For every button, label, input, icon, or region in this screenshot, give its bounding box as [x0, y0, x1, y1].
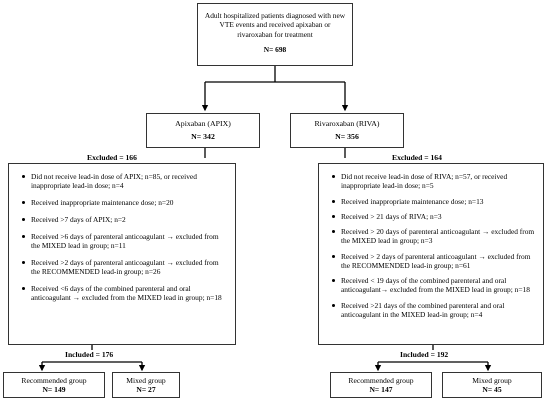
left-excluded-item: Received inappropriate maintenance dose;… — [22, 198, 227, 207]
left-mixed-group-box: Mixed group N= 27 — [112, 372, 180, 398]
group-count: N= 27 — [136, 385, 156, 395]
top-population-count: N= 698 — [263, 44, 287, 54]
left-excluded-item: Received >6 days of parenteral anticoagu… — [22, 232, 227, 251]
apixaban-box: Apixaban (APIX) N= 342 — [146, 113, 260, 148]
rivaroxaban-count: N= 356 — [335, 131, 359, 141]
right-mixed-group-box: Mixed group N= 45 — [442, 372, 542, 398]
group-name: Recommended group — [21, 376, 87, 385]
right-included-label: Included = 192 — [398, 350, 451, 359]
left-excluded-box: Did not receive lead-in dose of APIX; n=… — [8, 163, 236, 345]
left-excluded-item: Received <6 days of the combined parente… — [22, 284, 227, 303]
left-excluded-item: Received >7 days of APIX; n=2 — [22, 215, 227, 224]
left-recommended-group-box: Recommended group N= 149 — [3, 372, 105, 398]
top-population-text: Adult hospitalized patients diagnosed wi… — [204, 11, 346, 39]
rivaroxaban-box: Rivaroxaban (RIVA) N= 356 — [290, 113, 404, 148]
right-excluded-item: Received inappropriate maintenance dose;… — [332, 197, 537, 206]
right-excluded-box: Did not receive lead-in dose of RIVA; n=… — [318, 163, 544, 345]
group-count: N= 45 — [482, 385, 502, 395]
left-excluded-list: Did not receive lead-in dose of APIX; n=… — [19, 172, 227, 302]
left-excluded-item: Received >2 days of parenteral anticoagu… — [22, 258, 227, 277]
left-excluded-item: Did not receive lead-in dose of APIX; n=… — [22, 172, 227, 191]
right-excluded-item: Received < 19 days of the combined paren… — [332, 276, 537, 295]
right-excluded-list: Did not receive lead-in dose of RIVA; n=… — [329, 172, 537, 319]
rivaroxaban-name: Rivaroxaban (RIVA) — [314, 119, 380, 128]
group-name: Mixed group — [126, 376, 166, 385]
right-excluded-item: Received > 21 days of RIVA; n=3 — [332, 212, 537, 221]
group-count: N= 149 — [42, 385, 66, 395]
group-count: N= 147 — [369, 385, 393, 395]
apixaban-name: Apixaban (APIX) — [175, 119, 231, 128]
right-excluded-item: Received > 20 days of parenteral anticoa… — [332, 227, 537, 246]
right-excluded-item: Did not receive lead-in dose of RIVA; n=… — [332, 172, 537, 191]
apixaban-count: N= 342 — [191, 131, 215, 141]
group-name: Mixed group — [472, 376, 512, 385]
group-name: Recommended group — [348, 376, 414, 385]
right-excluded-item: Received >21 days of the combined parent… — [332, 301, 537, 320]
left-included-label: Included = 176 — [63, 350, 116, 359]
left-excluded-label: Excluded = 166 — [87, 153, 137, 162]
right-excluded-item: Received > 2 days of parenteral anticoag… — [332, 252, 537, 271]
top-population-box: Adult hospitalized patients diagnosed wi… — [197, 3, 353, 66]
right-excluded-label: Excluded = 164 — [392, 153, 442, 162]
right-recommended-group-box: Recommended group N= 147 — [330, 372, 432, 398]
